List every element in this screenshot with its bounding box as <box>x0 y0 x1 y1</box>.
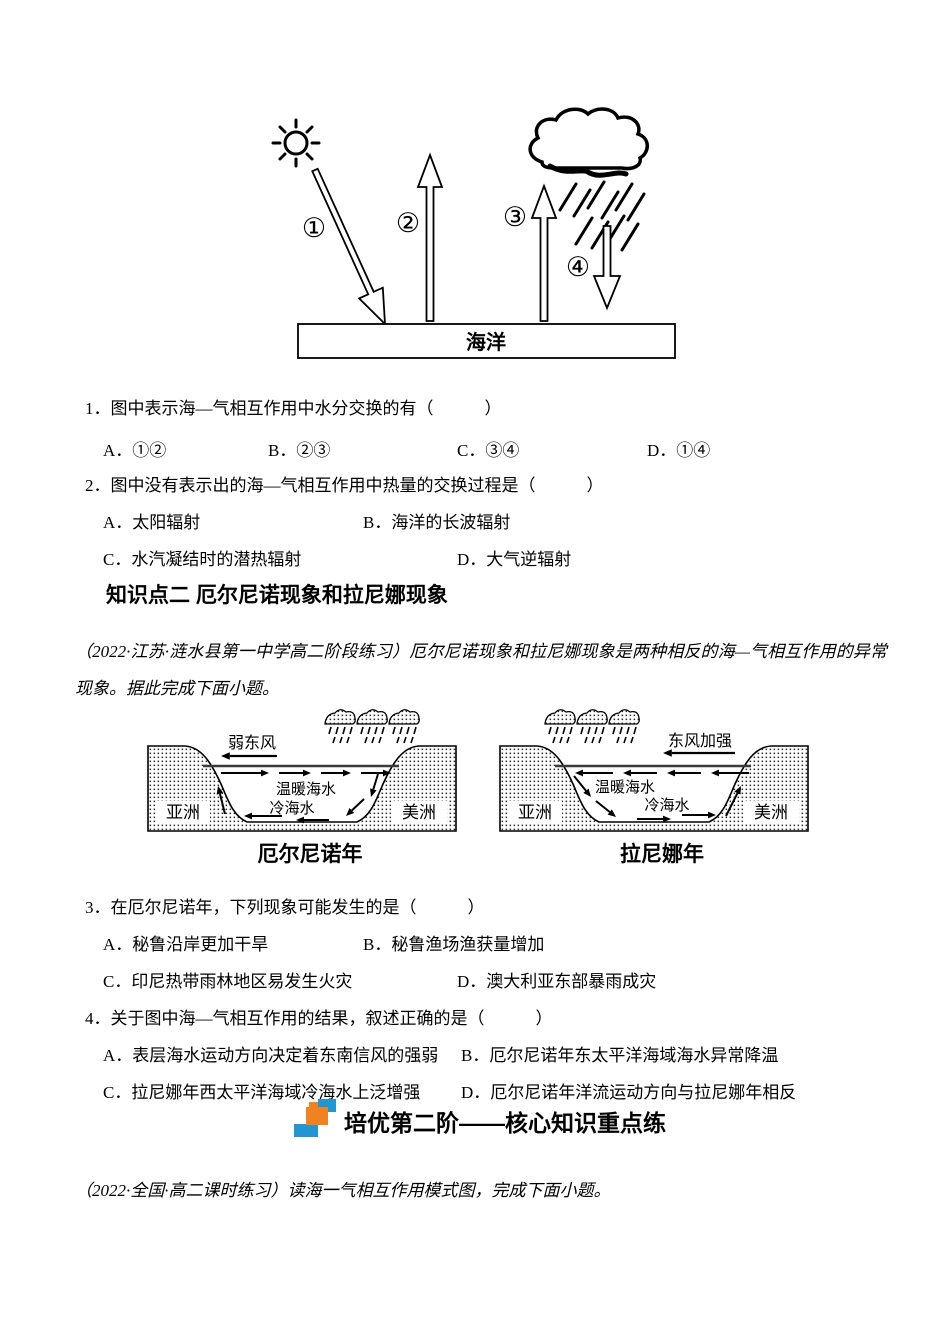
arrow-1-solar <box>311 167 387 327</box>
ocean-label: 海洋 <box>466 330 506 354</box>
asia-label: 亚洲 <box>166 803 200 822</box>
downwelling-arrow <box>573 775 591 797</box>
question-4-option-a: A．表层海水运动方向决定着东南信风的强弱 <box>103 1046 439 1065</box>
la-nina-caption: 拉尼娜年 <box>620 842 704 866</box>
sea-air-exchange-figure: ① ② ③ ④ 海洋 <box>271 107 676 359</box>
question-4-option-d: D．厄尔尼诺年洋流运动方向与拉尼娜年相反 <box>461 1083 797 1102</box>
rain-cloud-icon <box>324 708 357 744</box>
bottom-current-arrow <box>682 811 716 819</box>
america-label: 美洲 <box>754 803 788 822</box>
banner-title: 培优第二阶——核心知识重点练 <box>344 1110 666 1136</box>
asia-label: 亚洲 <box>518 803 552 822</box>
wind-arrow <box>663 749 735 757</box>
bottom-current-arrow <box>637 815 671 823</box>
question-3-option-c: C．印尼热带雨林地区易发生火灾 <box>103 972 353 991</box>
question-2-stem: 2．图中没有表示出的海—气相互作用中热量的交换过程是（ ） <box>85 476 604 495</box>
question-1-stem: 1．图中表示海—气相互作用中水分交换的有（ ） <box>85 399 502 418</box>
el-nino-diagram: 亚洲 美洲 弱东风 温暖海水 冷海水 <box>147 708 457 832</box>
question-3-option-b: B．秘鲁渔场渔获量增加 <box>363 935 545 954</box>
question-2-option-a: A．太阳辐射 <box>103 513 201 532</box>
warm-water-label: 温暖海水 <box>276 781 336 798</box>
arrow-label-1: ① <box>302 213 326 243</box>
surface-current-arrow <box>623 769 657 777</box>
intro-paragraph: （2022·江苏·涟水县第一中学高二阶段练习）厄尔尼诺现象和拉尼娜现象是两种相反… <box>75 642 887 698</box>
asia-label-box <box>156 801 210 823</box>
banner-icon-orange-mid <box>306 1107 328 1125</box>
wind-arrow <box>221 752 277 760</box>
downwelling-arrow <box>346 798 365 816</box>
upwelling-arrow <box>725 786 741 817</box>
question-2-option-b: B．海洋的长波辐射 <box>363 513 511 532</box>
rain-cloud-icon <box>356 708 389 744</box>
upwelling-arrow <box>216 786 226 815</box>
cold-water-label: 冷海水 <box>269 800 314 817</box>
weak-east-wind-label: 弱东风 <box>228 734 276 752</box>
warm-water-label: 温暖海水 <box>595 779 655 796</box>
surface-current-arrow <box>221 769 269 777</box>
el-nino-caption: 厄尔尼诺年 <box>257 842 363 866</box>
question-2-option-c: C．水汽凝结时的潜热辐射 <box>103 550 302 569</box>
arrow-3-up <box>530 183 558 322</box>
banner-icon-blue-bottom <box>294 1124 318 1137</box>
banner-icon-orange-tab <box>309 1102 318 1109</box>
question-1-option-a: A．①② <box>103 441 167 460</box>
banner: 培优第二阶——核心知识重点练 <box>294 1098 714 1140</box>
surface-current-arrow <box>711 769 749 777</box>
arrow-4-down <box>592 225 622 311</box>
ocean-box <box>297 323 676 359</box>
banner-stairs-icon <box>294 1098 338 1140</box>
question-3-stem: 3．在厄尔尼诺年，下列现象可能发生的是（ ） <box>85 898 485 917</box>
surface-current-arrow <box>361 769 391 777</box>
arrow-label-3: ③ <box>503 202 527 232</box>
america-label-box <box>743 801 799 823</box>
rain-cloud-icon <box>544 708 577 744</box>
bottom-current-arrow <box>296 816 329 824</box>
surface-current-arrow <box>667 769 701 777</box>
section-header: 知识点二 厄尔尼诺现象和拉尼娜现象 <box>106 584 448 607</box>
question-3-option-a: A．秘鲁沿岸更加干旱 <box>103 935 269 954</box>
arrow-label-4: ④ <box>566 252 590 282</box>
rain-cloud-icon <box>608 708 641 744</box>
question-1-option-c: C．③④ <box>457 441 520 460</box>
question-4-option-c: C．拉尼娜年西太平洋海域冷海水上泛增强 <box>103 1083 421 1102</box>
question-1-option-b: B．②③ <box>268 441 331 460</box>
rain-lines <box>558 180 646 252</box>
america-label: 美洲 <box>402 803 436 822</box>
rain-cloud-icon <box>576 708 609 744</box>
cold-water-label: 冷海水 <box>644 797 689 814</box>
strong-east-wind-label: 东风加强 <box>668 732 732 750</box>
bottom-current-arrow <box>244 812 282 820</box>
question-3-option-d: D．澳大利亚东部暴雨成灾 <box>457 972 657 991</box>
asia-label-box <box>508 801 562 823</box>
rain-cloud-icon <box>388 708 421 744</box>
question-4-stem: 4．关于图中海—气相互作用的结果，叙述正确的是（ ） <box>85 1009 553 1028</box>
arrow-label-2: ② <box>396 208 420 238</box>
question-2-option-d: D．大气逆辐射 <box>457 550 572 569</box>
question-4-option-b: B．厄尔尼诺年东太平洋海域海水异常降温 <box>461 1046 779 1065</box>
america-label-box <box>391 801 447 823</box>
surface-current-arrow <box>575 769 613 777</box>
downwelling-arrow <box>370 773 379 797</box>
closing-paragraph: （2022·全国·高二课时练习）读海一气相互作用模式图，完成下面小题。 <box>75 1181 611 1200</box>
question-1-option-d: D．①④ <box>647 441 711 460</box>
surface-current-arrow <box>279 769 311 777</box>
sun-icon <box>271 118 321 168</box>
downwelling-arrow <box>595 800 616 817</box>
la-nina-diagram: 亚洲 美洲 东风加强 温暖海水 冷海水 <box>499 708 809 832</box>
storm-cloud-icon <box>528 107 649 178</box>
arrow-2-up <box>416 152 444 322</box>
surface-current-arrow <box>321 769 351 777</box>
